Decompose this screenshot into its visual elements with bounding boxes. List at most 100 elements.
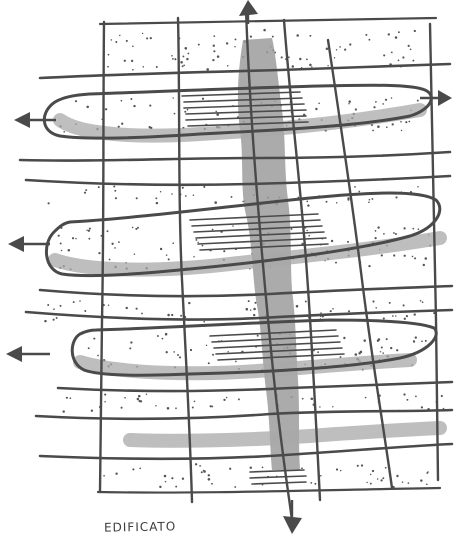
stipple-dot [165, 481, 167, 483]
stipple-dot [195, 239, 197, 241]
stipple-dot [104, 401, 106, 403]
stipple-dot [398, 31, 400, 33]
stipple-dot [201, 471, 203, 473]
stipple-dot [355, 353, 358, 356]
stipple-dot [104, 394, 106, 396]
stipple-dot [212, 59, 214, 61]
stipple-dot [130, 98, 132, 100]
stipple-dot [226, 397, 228, 399]
stipple-dot [182, 55, 184, 57]
stipple-dot [348, 310, 350, 312]
stipple-dot [115, 41, 117, 43]
stipple-dot [195, 463, 197, 465]
stipple-dot [263, 29, 266, 32]
stipple-dot [167, 314, 170, 317]
stipple-dot [315, 108, 317, 110]
stipple-dot [391, 51, 393, 53]
stipple-dot [62, 410, 64, 412]
stipple-dot [133, 105, 135, 107]
stipple-dot [171, 55, 173, 57]
stipple-dot [142, 33, 143, 34]
stipple-dot [365, 397, 367, 399]
stipple-dot [339, 46, 341, 48]
stipple-dot [103, 475, 105, 477]
stipple-dot [392, 123, 394, 125]
stipple-dot [383, 233, 385, 235]
stipple-dot [121, 407, 123, 409]
stipple-dot [185, 195, 187, 197]
stipple-dot [368, 265, 370, 267]
stipple-dot [168, 258, 170, 260]
stipple-dot [44, 320, 46, 322]
stipple-dot [166, 254, 168, 256]
stipple-dot [253, 308, 256, 311]
stipple-dot [238, 398, 240, 400]
stipple-dot [402, 481, 404, 483]
stipple-dot [393, 232, 395, 234]
stipple-dot [415, 336, 417, 338]
stipple-dot [174, 58, 176, 60]
stipple-dot [187, 109, 189, 111]
stipple-dot [396, 475, 398, 477]
stipple-dot [234, 486, 236, 488]
stipple-dot [132, 468, 134, 470]
stipple-dot [58, 235, 60, 237]
stipple-dot [155, 405, 157, 407]
stipple-dot [121, 123, 123, 125]
stipple-dot [404, 255, 406, 257]
stipple-dot [193, 194, 195, 196]
stipple-dot [372, 300, 374, 302]
stipple-dot [124, 60, 126, 62]
stipple-dot [355, 108, 357, 110]
stipple-dot [98, 186, 100, 188]
stipple-dot [141, 313, 143, 315]
stipple-dot [231, 196, 233, 198]
stipple-dot [366, 482, 367, 483]
stipple-dot [188, 302, 190, 304]
stipple-dot [208, 474, 210, 476]
stipple-dot [164, 475, 167, 478]
stipple-dot [115, 473, 117, 475]
stipple-dot [408, 45, 410, 47]
stipple-dot [157, 335, 159, 337]
stipple-dot [250, 309, 251, 310]
stipple-dot [213, 45, 215, 47]
stipple-dot [150, 37, 152, 39]
stipple-dot [161, 338, 163, 340]
stipple-dot [213, 50, 215, 52]
stipple-dot [421, 406, 423, 408]
stipple-dot [413, 340, 415, 342]
stipple-dot [262, 467, 264, 469]
stipple-dot [305, 301, 307, 303]
stipple-dot [311, 66, 312, 67]
stipple-dot [408, 482, 410, 484]
stipple-dot [363, 339, 366, 342]
stipple-dot [156, 66, 158, 68]
stipple-dot [254, 302, 256, 304]
stipple-dot [358, 191, 360, 193]
stipple-dot [136, 308, 138, 310]
stipple-dot [129, 347, 131, 349]
stipple-dot [370, 474, 371, 475]
stipple-dot [139, 468, 141, 470]
stipple-dot [349, 43, 351, 45]
stipple-dot [375, 230, 377, 232]
stipple-dot [213, 35, 215, 37]
stipple-dot [406, 315, 408, 317]
stipple-dot [414, 313, 416, 315]
stipple-dot [332, 308, 334, 310]
stipple-dot [372, 470, 374, 472]
stipple-dot [194, 401, 196, 403]
arrow-left-icon [6, 346, 50, 362]
stipple-dot [357, 465, 359, 467]
arrow-left-icon [14, 112, 56, 128]
stipple-dot [137, 227, 139, 229]
stipple-dot [192, 407, 194, 409]
stipple-dot [68, 249, 71, 252]
stipple-dot [343, 337, 345, 339]
stipple-dot [73, 301, 75, 303]
stipple-dot [89, 228, 91, 230]
stipple-dot [347, 241, 349, 243]
stipple-dot [105, 108, 107, 110]
